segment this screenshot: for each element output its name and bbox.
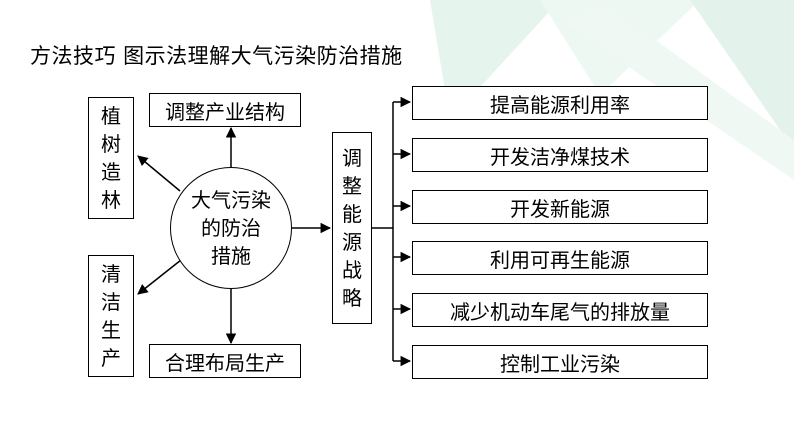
strategy-item-label: 减少机动车尾气的排放量 (450, 299, 670, 324)
strategy-item-box: 开发洁净煤技术 (412, 138, 708, 172)
strategy-item-box: 提高能源利用率 (412, 86, 708, 120)
center-line: 措施 (211, 244, 251, 268)
page-title: 方法技巧 图示法理解大气污染防治措施 (30, 44, 403, 68)
afforestation-char: 造 (101, 160, 121, 184)
adjust-industry-structure-box: 调整产业结构 (149, 93, 301, 127)
strategy-item-box: 开发新能源 (412, 190, 708, 224)
strategy-item-label: 开发新能源 (510, 196, 610, 221)
strategy-item-label: 提高能源利用率 (490, 92, 630, 117)
strategy-item-label: 控制工业污染 (500, 351, 620, 376)
clean-production-char: 生 (101, 318, 121, 342)
adjust-industry-structure-label: 调整产业结构 (165, 99, 285, 124)
clean-production-char: 洁 (101, 290, 121, 314)
afforestation-char: 林 (101, 188, 121, 212)
afforestation-char: 植 (101, 104, 121, 128)
clean-production-char: 产 (101, 346, 121, 370)
strategy-item-label: 开发洁净煤技术 (490, 144, 630, 169)
center-line: 的防治 (201, 216, 261, 240)
center-line: 大气污染 (191, 188, 271, 212)
strategy-char: 整 (342, 174, 362, 198)
strategy-item-box: 减少机动车尾气的排放量 (412, 293, 708, 327)
strategy-char: 调 (342, 146, 362, 170)
clean-production-char: 清 (101, 262, 121, 286)
afforestation-char: 树 (101, 132, 121, 156)
rational-production-layout-box: 合理布局生产 (149, 344, 301, 378)
rational-production-layout-label: 合理布局生产 (165, 350, 285, 375)
clean-production-box: 清 洁 生 产 (88, 255, 134, 377)
strategy-char: 战 (342, 258, 362, 282)
afforestation-box: 植 树 造 林 (88, 97, 134, 219)
strategy-char: 源 (342, 230, 362, 254)
strategy-char: 略 (342, 286, 362, 310)
air-pollution-control-circle: 大气污染 的防治 措施 (170, 167, 292, 289)
strategy-char: 能 (342, 202, 362, 226)
strategy-item-box: 利用可再生能源 (412, 241, 708, 275)
strategy-item-box: 控制工业污染 (412, 345, 708, 379)
energy-strategy-box: 调 整 能 源 战 略 (332, 132, 372, 324)
strategy-item-label: 利用可再生能源 (490, 247, 630, 272)
